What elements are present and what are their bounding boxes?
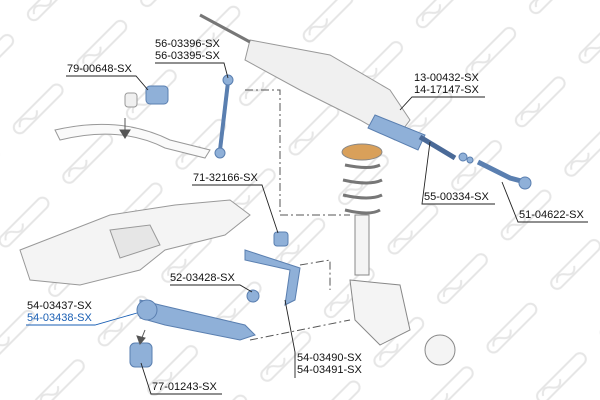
label-77-01243[interactable]: 77-01243-SX bbox=[152, 381, 217, 393]
arrows bbox=[119, 118, 146, 345]
label-71-32166[interactable]: 71-32166-SX bbox=[193, 172, 258, 184]
label-13-00432[interactable]: 13-00432-SX bbox=[414, 72, 479, 84]
subframe-drawing bbox=[19, 123, 251, 286]
label-79-00648[interactable]: 79-00648-SX bbox=[67, 63, 132, 75]
label-54-03437[interactable]: 54-03437-SX bbox=[27, 300, 92, 312]
label-52-03428[interactable]: 52-03428-SX bbox=[170, 272, 235, 284]
label-54-03438[interactable]: 54-03438-SX bbox=[27, 312, 92, 324]
label-56-03395[interactable]: 56-03395-SX bbox=[155, 50, 220, 62]
label-54-03490[interactable]: 54-03490-SX bbox=[297, 352, 362, 364]
tie-rod-drawing bbox=[418, 134, 532, 190]
steering-rack-drawing bbox=[199, 13, 426, 151]
leader-lines bbox=[26, 62, 588, 395]
label-51-04622[interactable]: 51-04622-SX bbox=[519, 209, 584, 221]
stabilizer-link-drawing bbox=[124, 74, 234, 159]
label-14-17147[interactable]: 14-17147-SX bbox=[414, 84, 479, 96]
strut-drawing bbox=[341, 143, 456, 366]
guide-lines bbox=[245, 89, 351, 341]
control-arms-drawing bbox=[129, 231, 301, 368]
label-56-03396[interactable]: 56-03396-SX bbox=[155, 38, 220, 50]
label-54-03491[interactable]: 54-03491-SX bbox=[297, 364, 362, 376]
label-55-00334[interactable]: 55-00334-SX bbox=[424, 191, 489, 203]
